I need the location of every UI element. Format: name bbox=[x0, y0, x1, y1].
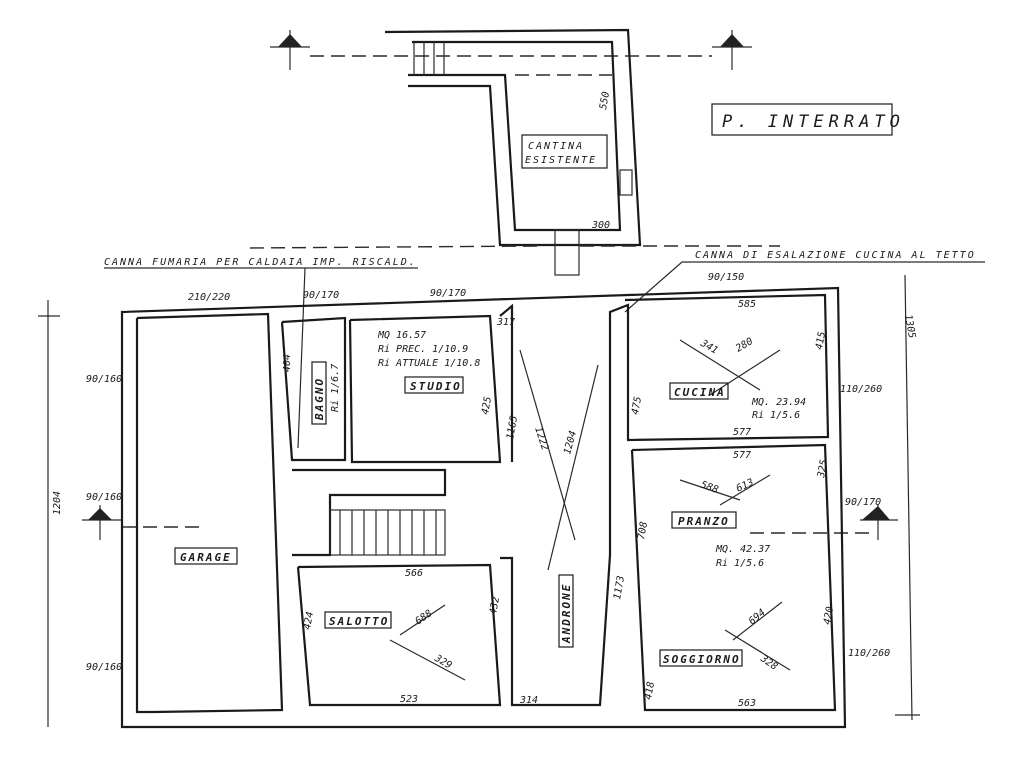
dim-label: 1222 bbox=[532, 426, 550, 452]
studio-current-ratio: Ri ATTUALE 1/10.8 bbox=[378, 358, 480, 369]
dim-label: 432 bbox=[488, 596, 502, 616]
dim-label: 314 bbox=[519, 695, 538, 706]
flue-line bbox=[249, 245, 541, 249]
dim-label: 708 bbox=[636, 521, 650, 541]
dim-label: 420 bbox=[822, 606, 836, 626]
vent-arrow-icon bbox=[624, 261, 685, 313]
dim-label: 424 bbox=[302, 611, 316, 631]
pranzo-ratio: Ri 1/5.6 bbox=[716, 558, 764, 569]
dim-label: 317 bbox=[496, 317, 515, 328]
bagno-ratio: Ri 1/6.7 bbox=[330, 364, 341, 412]
dim-label: 210/220 bbox=[188, 292, 230, 303]
flue-arrow-icon bbox=[297, 267, 306, 449]
dim-label: 475 bbox=[630, 396, 644, 416]
dim-label: 329 bbox=[432, 653, 454, 672]
dim-label: 566 bbox=[405, 568, 423, 579]
cantina-label-box bbox=[521, 134, 608, 169]
dim-label: 577 bbox=[733, 427, 751, 438]
soggiorno-label-box bbox=[659, 649, 743, 667]
dim-label: 577 bbox=[733, 450, 751, 461]
dim-label: 550 bbox=[598, 91, 612, 111]
dim-label: 563 bbox=[738, 698, 756, 709]
dim-label: 90/160 bbox=[86, 492, 122, 503]
cantina-label-2: ESISTENTE bbox=[525, 155, 597, 166]
cantina-walls bbox=[384, 28, 642, 276]
dim-label: 418 bbox=[643, 681, 657, 701]
room-soggiorno: SOGGIORNO bbox=[663, 653, 741, 666]
dim-label: 90/160 bbox=[86, 374, 122, 385]
cantina-label: CANTINA bbox=[528, 141, 584, 152]
dim-label: 110/260 bbox=[840, 384, 882, 395]
dim-label: 110/260 bbox=[848, 648, 890, 659]
cucina-label-box bbox=[669, 382, 729, 400]
dim-label: 300 bbox=[591, 220, 610, 231]
section-marker-top-left-icon bbox=[270, 30, 310, 70]
cucina-ratio: Ri 1/5.6 bbox=[752, 410, 800, 421]
building-walls bbox=[38, 274, 920, 729]
dim-label: 613 bbox=[735, 477, 756, 495]
room-bagno: BAGNO bbox=[313, 377, 326, 421]
dim-label: 688 bbox=[413, 608, 434, 627]
dim-label: 90/170 bbox=[303, 290, 339, 301]
room-cucina: CUCINA bbox=[674, 386, 726, 399]
dim-label: 90/160 bbox=[86, 662, 122, 673]
dim-label: 328 bbox=[757, 653, 779, 673]
room-studio: STUDIO bbox=[410, 380, 462, 393]
room-garage: GARAGE bbox=[180, 551, 232, 564]
dimension-labels: 1204 1305 210/220 90/170 90/170 90/150 9… bbox=[52, 272, 917, 709]
dim-label: 585 bbox=[738, 299, 756, 310]
dim-label: 694 bbox=[747, 607, 768, 627]
plan-title: P. INTERRATO bbox=[722, 112, 905, 132]
dim-label: 415 bbox=[814, 331, 828, 351]
bagno-label-box bbox=[311, 361, 327, 425]
dim-label: 588 bbox=[699, 479, 720, 496]
garage-label-box bbox=[174, 547, 238, 565]
androne-label-box bbox=[558, 574, 574, 648]
studio-label-box bbox=[404, 376, 464, 394]
pranzo-area: MQ. 42.37 bbox=[715, 544, 770, 555]
dim-label: 325 bbox=[816, 459, 830, 480]
dim-label: 1173 bbox=[612, 575, 627, 601]
pranzo-label-box bbox=[671, 511, 737, 529]
cucina-area: MQ. 23.94 bbox=[751, 397, 806, 408]
dim-label: 425 bbox=[480, 396, 494, 416]
studio-area: MQ 16.57 bbox=[377, 330, 426, 341]
note-flue: CANNA FUMARIA PER CALDAIA IMP. RISCALD. bbox=[104, 257, 417, 268]
section-marker-right-icon bbox=[860, 505, 898, 540]
dim-label: 1305 bbox=[902, 314, 917, 340]
room-pranzo: PRANZO bbox=[678, 515, 730, 528]
dim-label: 90/170 bbox=[430, 288, 466, 299]
dim-label: 523 bbox=[400, 694, 418, 705]
section-marker-top-right-icon bbox=[712, 30, 752, 70]
studio-prev-ratio: Ri PREC. 1/10.9 bbox=[378, 344, 468, 355]
dim-label: 404 bbox=[282, 354, 293, 372]
note-kitchen-vent: CANNA DI ESALAZIONE CUCINA AL TETTO bbox=[695, 250, 976, 261]
dim-label: 90/150 bbox=[708, 272, 744, 283]
dim-label: 280 bbox=[734, 336, 755, 355]
salotto-label-box bbox=[324, 611, 392, 629]
title-box bbox=[711, 103, 893, 136]
dim-label: 90/170 bbox=[845, 497, 881, 508]
room-salotto: SALOTTO bbox=[329, 615, 389, 628]
section-marker-left-icon bbox=[82, 505, 122, 540]
room-androne: ANDRONE bbox=[560, 583, 573, 644]
dim-label: 1204 bbox=[52, 491, 63, 515]
dim-label: 1165 bbox=[505, 415, 520, 441]
